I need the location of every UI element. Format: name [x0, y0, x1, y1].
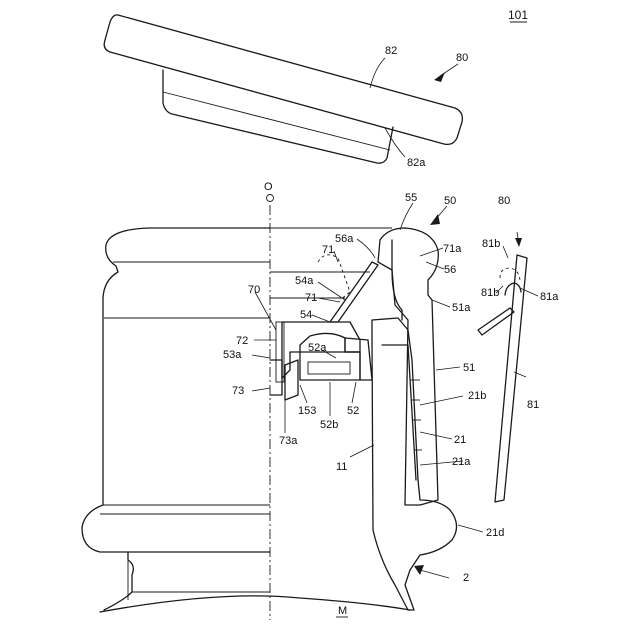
- cap-member-80: [104, 15, 462, 163]
- label-81b-upper: 81b: [482, 238, 500, 250]
- label-21: 21: [454, 434, 466, 446]
- label-21b: 21b: [468, 390, 486, 402]
- reference-labels: 101 82 80 82a O 55 50 80 56a 71a 71 56 8…: [223, 8, 559, 617]
- label-81b-lower: 81b: [481, 287, 499, 299]
- label-21a: 21a: [452, 456, 471, 468]
- label-81: 81: [527, 399, 539, 411]
- label-11: 11: [336, 461, 347, 473]
- label-55: 55: [405, 192, 417, 204]
- cap-50: [378, 228, 438, 505]
- label-70: 70: [248, 284, 260, 296]
- axis-mark: M: [338, 605, 347, 617]
- center-mark-circle: [267, 195, 274, 202]
- label-51a: 51a: [452, 302, 471, 314]
- label-71-mid: 71: [305, 292, 317, 304]
- label-2: 2: [463, 572, 469, 584]
- label-53a: 53a: [223, 349, 242, 361]
- plug-member-70: [270, 322, 360, 400]
- label-81a: 81a: [540, 291, 559, 303]
- label-52b: 52b: [320, 419, 338, 431]
- label-56: 56: [444, 264, 456, 276]
- label-54a: 54a: [295, 275, 314, 287]
- bottle-body: [82, 228, 410, 612]
- label-73a: 73a: [279, 435, 298, 447]
- center-mark: O: [264, 181, 273, 193]
- label-153: 153: [298, 405, 316, 417]
- label-54: 54: [300, 309, 312, 321]
- label-52a: 52a: [308, 342, 327, 354]
- label-strip-81: [478, 232, 527, 502]
- label-52: 52: [347, 405, 359, 417]
- label-80-right: 80: [498, 195, 510, 207]
- label-73: 73: [232, 385, 244, 397]
- label-71-top: 71: [322, 244, 334, 256]
- figure-ref: 101: [508, 8, 528, 22]
- label-21d: 21d: [486, 527, 504, 539]
- label-80-top: 80: [456, 52, 468, 64]
- label-72: 72: [236, 335, 248, 347]
- label-71a: 71a: [443, 243, 462, 255]
- label-56a: 56a: [335, 233, 354, 245]
- label-82: 82: [385, 45, 397, 57]
- label-51: 51: [463, 362, 475, 374]
- label-82a: 82a: [407, 157, 426, 169]
- label-50: 50: [444, 195, 456, 207]
